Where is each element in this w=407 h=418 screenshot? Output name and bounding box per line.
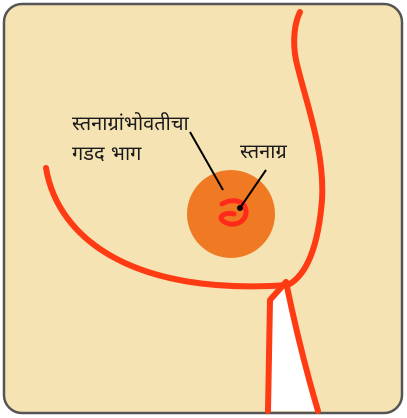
- torso-line-right: [283, 279, 321, 414]
- nipple-leader-line: [239, 169, 267, 209]
- torso-line-left: [265, 279, 289, 414]
- areola-label-line2: गडद भाग: [72, 141, 142, 165]
- areola-leader-line: [189, 131, 224, 191]
- nipple-leader-dot: [237, 205, 243, 211]
- breast-outline-curve: [43, 57, 326, 290]
- nipple: [218, 198, 249, 227]
- nipple-label: स्तनाग्र: [240, 139, 287, 163]
- chest-outline-line: [291, 9, 303, 63]
- areola-label-line1: स्तनाग्रांभोवतीचा: [72, 111, 190, 135]
